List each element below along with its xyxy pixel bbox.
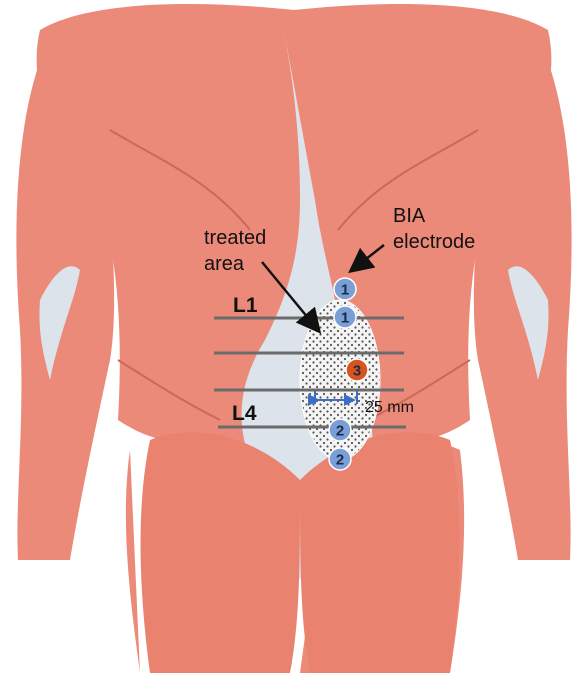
electrode-upper-outer: 1 [334,278,356,300]
electrode-label: 2 [336,423,344,440]
electrode-lower-outer: 2 [329,448,351,470]
electrode-label: 3 [353,363,361,380]
electrode-label: 2 [336,452,344,469]
right-buttock [300,432,459,673]
left-buttock [141,432,300,673]
bia-electrode-label-line1: BIA [393,205,426,227]
treated-area-label-line1: treated [204,227,266,249]
distance-label: 25 mm [365,399,414,416]
electrode-lower-inner: 2 [329,419,351,441]
bia-electrode-label-line2: electrode [393,231,475,253]
electrode-stimulation: 3 [346,359,368,381]
treated-area-label-line2: area [204,253,245,275]
electrode-label: 1 [341,310,349,327]
electrode-label: 1 [341,282,349,299]
electrode-upper-inner: 1 [334,306,356,328]
body-silhouette [16,4,571,673]
level-label-l4: L4 [232,402,257,425]
level-label-l1: L1 [233,294,258,317]
